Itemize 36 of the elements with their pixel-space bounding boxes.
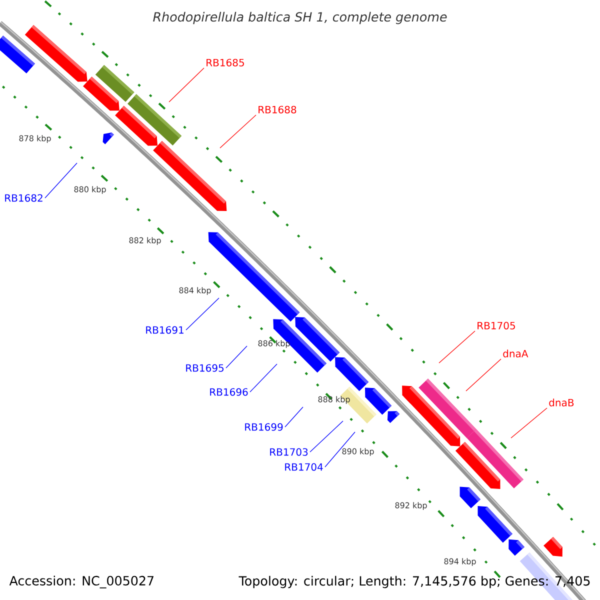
leader-line: [220, 114, 256, 148]
scale-label: 894 kbp: [444, 558, 476, 566]
leader-line: [284, 406, 304, 428]
leader-line: [186, 298, 220, 330]
gene-label: RB1691: [146, 326, 184, 334]
leader-line: [324, 432, 356, 468]
genome-stats-label: Topology: circular; Length: 7,145,576 bp; Genes: 7,405: [238, 576, 590, 588]
gene-label: dnaB: [549, 398, 574, 406]
gene-label: RB1703: [270, 448, 308, 456]
title: Rhodopirellula baltica SH 1, complete genome: [153, 12, 447, 24]
leader-line: [168, 68, 204, 102]
scale-label: 892 kbp: [395, 502, 427, 510]
leader-line: [310, 420, 344, 452]
gene-label: RB1704: [285, 463, 323, 471]
gene-label: RB1699: [245, 423, 283, 431]
scale-label: 882 kbp: [129, 237, 161, 245]
scale-label: 884 kbp: [179, 287, 211, 295]
accession-label: Accession: NC_005027: [9, 576, 154, 588]
gene-label: RB1685: [206, 58, 244, 66]
gene-label: RB1688: [258, 106, 296, 114]
scale-label: 890 kbp: [342, 448, 374, 456]
gene-label: RB1696: [210, 388, 248, 396]
leader-line: [44, 162, 78, 198]
leader-line: [466, 358, 502, 392]
leader-line: [250, 364, 278, 392]
leader-line: [438, 330, 476, 364]
gene-label: RB1705: [478, 322, 515, 330]
scale-label: 880 kbp: [74, 186, 106, 194]
gene-label: dnaA: [503, 350, 528, 358]
gene-label: RB1695: [186, 364, 224, 372]
gene-label: RB1682: [5, 194, 42, 202]
scale-label: 886 kbp: [258, 340, 290, 348]
scale-label: 888 kbp: [318, 396, 350, 404]
leader-line: [510, 408, 548, 438]
scale-label: 878 kbp: [19, 135, 51, 143]
leader-line: [226, 346, 248, 368]
